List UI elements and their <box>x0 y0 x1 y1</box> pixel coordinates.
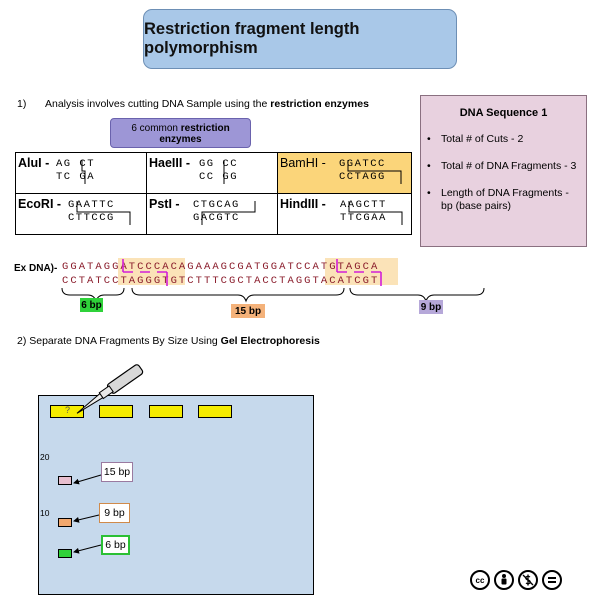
enzyme-name: EcoRI - <box>18 196 62 211</box>
enzyme-bottom-strand: CCTAGG <box>339 171 386 183</box>
fragment-tag-6bp: 6 bp <box>80 298 103 312</box>
top-strand: GGATAGGATCCCACAGAAAGCGATGGATCCATGTAGCA <box>62 261 380 273</box>
fragment-tag-15bp: 15 bp <box>231 304 265 318</box>
enzyme-top-strand: GG CC <box>199 158 239 170</box>
enzyme-bottom-strand: CC GG <box>199 171 239 183</box>
nc-icon <box>518 570 538 590</box>
cut-line-icon <box>223 160 225 184</box>
fragment-label: 9 bp <box>420 301 442 313</box>
gel-box <box>38 395 314 595</box>
enzyme-name: HindIII - <box>280 196 326 211</box>
enzyme-cell-bamhi: BamHI - GGATCC CCTAGG <box>278 153 411 194</box>
cc-icon-text: cc <box>475 575 485 585</box>
marker-20: 20 <box>40 452 50 462</box>
pipette-icon: ? <box>65 364 144 415</box>
enzyme-pill-prefix: 6 common <box>131 123 181 134</box>
cut-line-icon <box>76 200 131 225</box>
gel-well <box>149 405 183 418</box>
bullet-icon: • <box>427 187 431 199</box>
svg-text:?: ? <box>65 405 70 415</box>
enzyme-table: AluI - AG CT TC GA HaeIII - GG CC CC GG … <box>15 152 412 235</box>
person-icon <box>501 574 507 585</box>
fragment-label: 6 bp <box>81 299 102 311</box>
dna-panel-item-text: Total # of Cuts - 2 <box>441 133 524 145</box>
dna-panel-item-text: Total # of DNA Fragments - 3 <box>441 160 577 172</box>
size-label-text: 9 bp <box>104 507 125 519</box>
enzyme-name: HaeIII - <box>149 156 190 170</box>
enzyme-top-strand: GGATCC <box>339 158 386 170</box>
enzyme-top-strand: AG CT <box>56 158 96 170</box>
enzyme-top-strand: CTGCAG <box>193 198 240 211</box>
no-dollar-icon <box>522 574 534 586</box>
enzyme-name: PstI - <box>149 196 180 211</box>
step2-text-prefix: 2) Separate DNA Fragments By Size Using <box>17 335 221 347</box>
dna-panel-title: DNA Sequence 1 <box>459 107 548 119</box>
enzyme-cell-haeiii: HaeIII - GG CC CC GG <box>147 153 278 194</box>
cut-line-icon <box>347 160 402 184</box>
cc-icon: cc <box>470 570 490 590</box>
enzyme-bottom-strand: CTTCCG <box>68 211 115 224</box>
enzyme-bottom-strand: TC GA <box>56 171 96 183</box>
example-dna-label: Ex DNA)- <box>14 263 58 274</box>
page-title: Restriction fragment length polymorphism <box>143 9 457 69</box>
enzyme-cell-ecori: EcoRI - GAATTC CTTCCG <box>16 193 147 234</box>
enzyme-bottom-strand: GACGTC <box>193 211 240 224</box>
step1-text: Analysis involves cutting DNA Sample usi… <box>45 98 369 110</box>
gel-band-9bp <box>58 518 72 527</box>
enzyme-name: AluI - <box>18 156 50 170</box>
size-label-15bp: 15 bp <box>101 462 133 482</box>
step2-text: 2) Separate DNA Fragments By Size Using … <box>17 335 320 347</box>
size-label-9bp: 9 bp <box>99 503 130 523</box>
cut-marks-icon <box>122 259 382 286</box>
enzyme-top-strand: AAGCTT <box>340 198 387 211</box>
fragment-label: 15 bp <box>234 305 262 317</box>
enzyme-name: BamHI - <box>280 156 326 170</box>
by-icon <box>494 570 514 590</box>
gel-band-15bp <box>58 476 72 485</box>
bullet-icon: • <box>427 133 431 145</box>
step1-text-bold: restriction enzymes <box>270 98 369 110</box>
size-label-text: 15 bp <box>103 466 131 478</box>
cut-line-icon <box>201 200 256 225</box>
step1-text-prefix: Analysis involves cutting DNA Sample usi… <box>45 98 271 110</box>
enzyme-pill: 6 common restriction enzymes <box>110 118 251 148</box>
enzyme-cell-hindiii: HindIII - AAGCTT TTCGAA <box>278 194 411 235</box>
nd-icon <box>542 570 562 590</box>
gel-band-6bp <box>58 549 72 558</box>
enzyme-cell-psti: PstI - CTGCAG GACGTC <box>147 193 278 234</box>
gel-well <box>198 405 232 418</box>
enzyme-bottom-strand: TTCGAA <box>340 211 387 224</box>
enzyme-pill-bold: restriction <box>180 123 230 134</box>
size-label-text: 6 bp <box>105 539 126 551</box>
step1-number: 1) <box>17 98 27 110</box>
bottom-strand: CCTATCCTAGGGTGTCTTTCGCTACCTAGGTACATCGT <box>62 275 380 287</box>
enzyme-cell-alui: AluI - AG CT TC GA <box>16 153 147 194</box>
step2-text-bold: Gel Electrophoresis <box>220 335 320 347</box>
band-arrows-icon <box>73 474 102 554</box>
gel-well <box>50 405 84 418</box>
license-badge: cc <box>470 570 562 590</box>
equals-icon <box>548 577 556 583</box>
dna-panel-item-text: Length of DNA Fragments - bp (base pairs… <box>441 187 569 212</box>
fragment-tag-9bp: 9 bp <box>419 300 443 314</box>
marker-10: 10 <box>40 508 50 518</box>
enzyme-pill-line2: enzymes <box>159 134 202 145</box>
cut-line-icon <box>348 200 403 225</box>
dna-sequence-panel: DNA Sequence 1 • Total # of Cuts - 2 • Tot… <box>420 95 587 247</box>
size-label-6bp: 6 bp <box>101 535 130 555</box>
bullet-icon: • <box>427 160 431 172</box>
gel-well <box>99 405 133 418</box>
cut-line-icon <box>81 160 86 184</box>
enzyme-top-strand: GAATTC <box>68 198 115 211</box>
